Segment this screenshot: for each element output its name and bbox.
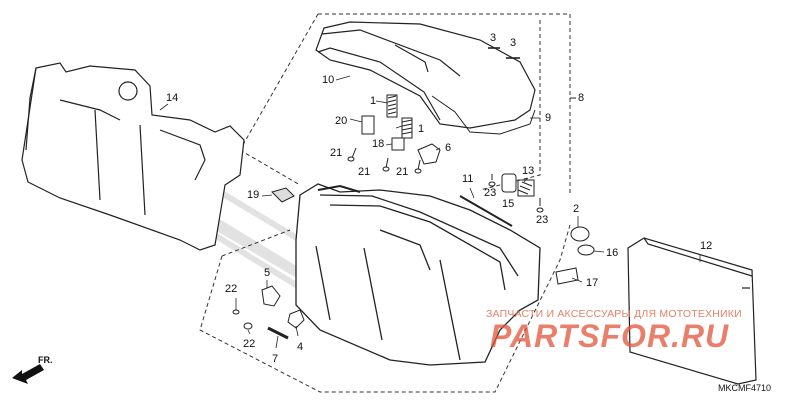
callout-12: 12 xyxy=(700,240,713,252)
callout-17: 17 xyxy=(586,277,599,289)
top-lid xyxy=(315,21,536,129)
rod xyxy=(459,195,513,227)
group-frame-upper xyxy=(239,13,571,195)
screw-23-group xyxy=(488,174,544,213)
box-clip xyxy=(271,187,295,203)
lid-seal xyxy=(431,95,536,135)
pad-panel xyxy=(627,237,757,385)
front-direction-label: FR. xyxy=(38,355,53,365)
callout-20: 20 xyxy=(335,115,348,127)
storage-box xyxy=(295,183,541,366)
callout-21a: 21 xyxy=(330,147,343,159)
leader-lines xyxy=(159,75,701,349)
callout-3b: 3 xyxy=(510,37,517,49)
callout-23a: 23 xyxy=(484,187,497,199)
grommet-cap xyxy=(577,244,595,256)
callout-14: 14 xyxy=(166,92,179,104)
decal-markers xyxy=(488,47,520,59)
callout-4: 4 xyxy=(297,341,304,353)
callout-6: 6 xyxy=(445,142,452,154)
side-cover-panel xyxy=(21,62,245,251)
diagram-code: MKCMF4710 xyxy=(718,383,772,393)
watermark-text: ЗАПЧАСТИ И АКСЕССУАРЫ ДЛЯ МОТОТЕХНИКИ xyxy=(486,308,742,320)
collar xyxy=(361,115,375,135)
callout-19: 19 xyxy=(247,189,260,201)
callout-2: 2 xyxy=(573,203,580,215)
callout-16: 16 xyxy=(606,247,619,259)
callout-9: 9 xyxy=(545,112,552,124)
front-direction-arrow xyxy=(12,364,44,384)
grommet xyxy=(570,226,590,242)
callout-22b: 22 xyxy=(243,338,256,350)
spring-lower xyxy=(401,117,413,139)
callout-3a: 3 xyxy=(490,32,497,44)
latch-assembly xyxy=(232,285,305,340)
callout-13: 13 xyxy=(522,165,535,177)
callout-5: 5 xyxy=(264,267,271,279)
callout-22a: 22 xyxy=(225,283,238,295)
callout-21b: 21 xyxy=(358,166,371,178)
callout-11: 11 xyxy=(462,173,474,185)
spring-upper xyxy=(386,94,398,118)
screw-group xyxy=(347,147,422,174)
callout-18: 18 xyxy=(372,138,385,150)
callout-23b: 23 xyxy=(536,214,549,226)
small-block xyxy=(391,137,405,151)
callout-1a: 1 xyxy=(370,95,377,107)
rubber-seal xyxy=(555,267,579,285)
callout-1b: 1 xyxy=(418,123,425,135)
damper xyxy=(501,173,517,193)
callout-21c: 21 xyxy=(396,166,409,178)
spring-13 xyxy=(517,179,535,197)
callout-8: 8 xyxy=(578,92,585,104)
callout-10: 10 xyxy=(322,74,335,86)
group-frame-lower xyxy=(199,224,571,393)
callout-15: 15 xyxy=(502,198,515,210)
callout-7: 7 xyxy=(272,353,279,365)
watermark-logo: PARTSFOR.RU xyxy=(490,318,730,354)
latch-bracket xyxy=(417,143,441,165)
